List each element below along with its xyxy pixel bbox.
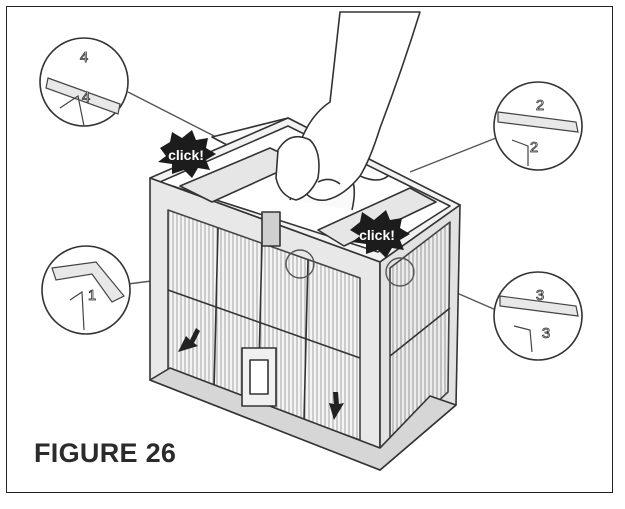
detail-circle-1 bbox=[285, 249, 315, 279]
figure-caption: FIGURE 26 bbox=[34, 438, 177, 468]
callout-2-digit-bottom: 2 bbox=[530, 139, 538, 156]
detail-circle-3 bbox=[385, 257, 415, 287]
click-label-left: click! bbox=[168, 147, 204, 163]
callout-3-digit-top: 3 bbox=[536, 287, 544, 304]
hand-illustration bbox=[275, 11, 421, 202]
callout-1-digit: 1 bbox=[88, 287, 96, 304]
callout-3: 3 3 bbox=[493, 271, 583, 361]
click-burst-right: click! bbox=[350, 210, 410, 258]
callout-3-digit-bottom: 3 bbox=[542, 325, 550, 342]
direction-arrows bbox=[178, 328, 344, 420]
click-burst-left: click! bbox=[158, 130, 216, 178]
callout-4: 4 4 bbox=[39, 37, 129, 127]
callout-4-digit-top: 4 bbox=[80, 49, 88, 66]
callout-2: 2 2 bbox=[493, 81, 583, 171]
click-label-right: click! bbox=[359, 227, 395, 243]
callout-2-digit-top: 2 bbox=[536, 97, 544, 114]
callout-4-digit-bottom: 4 bbox=[82, 89, 90, 106]
callout-1: 1 bbox=[41, 245, 131, 335]
